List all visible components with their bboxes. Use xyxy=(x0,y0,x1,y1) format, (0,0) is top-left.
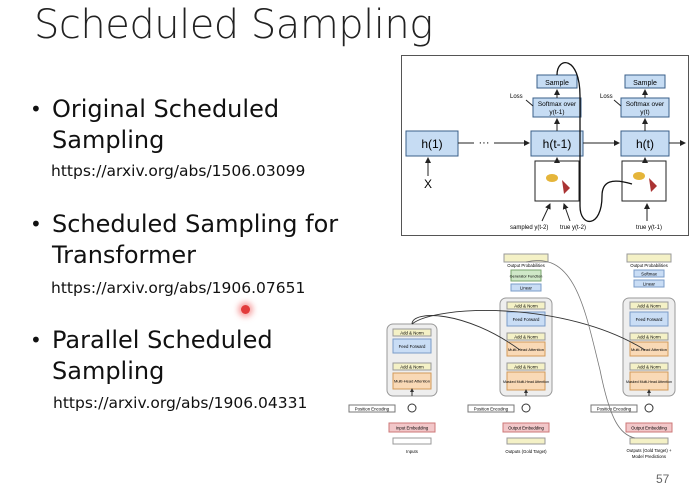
laser-pointer-dot xyxy=(241,305,250,314)
bullet-line-2: Transformer xyxy=(52,241,197,269)
h-t-label: h(t) xyxy=(636,137,654,151)
rnn-diagram-svg: h(1) X ··· h(t-1) h(t) Softmax over y(t-… xyxy=(405,62,686,231)
true-label-2: true y(t-1) xyxy=(636,225,662,231)
dec2-position-encoding: Position Encoding xyxy=(597,407,632,412)
bullet-dot: • xyxy=(30,328,42,352)
dec1-multi-head: Multi-Head Attention xyxy=(508,347,544,352)
sample-label-1: Sample xyxy=(545,80,569,87)
dec1-feed-forward: Feed Forward xyxy=(513,317,540,322)
dec1-add-norm-3: Add & Norm xyxy=(514,365,538,370)
dec1-add-norm-1: Add & Norm xyxy=(514,304,538,309)
h-prev-label: h(t-1) xyxy=(543,137,572,151)
true-label-1: true y(t-2) xyxy=(560,225,586,231)
transformer-diagram-svg: Add & Norm Feed Forward Add & Norm Multi… xyxy=(348,253,676,459)
dec2-feed-forward: Feed Forward xyxy=(636,317,663,322)
dec1-linear: Linear xyxy=(520,286,533,291)
dec2-outputs-label-2: Model Predictions xyxy=(632,454,666,459)
dec2-outputs-label-1: Outputs (Gold Target) + xyxy=(627,448,672,453)
dec1-output-embedding: Output Embedding xyxy=(508,426,544,431)
loss-label-2: Loss xyxy=(600,94,613,100)
h1-label: h(1) xyxy=(421,137,442,151)
dec2-masked-attn: Masked Multi-Head Attention xyxy=(626,380,672,384)
enc-add-norm-1: Add & Norm xyxy=(400,331,424,336)
rnn-scheduled-sampling-figure: h(1) X ··· h(t-1) h(t) Softmax over y(t-… xyxy=(401,55,689,236)
x-label: X xyxy=(424,177,432,191)
bullet-line-1: Scheduled Sampling for xyxy=(52,210,339,238)
dec1-output-probs: Output Probabilities xyxy=(507,263,545,268)
bullet-line-2: Sampling xyxy=(52,357,165,385)
url-link-transformer[interactable]: https://arxiv.org/abs/1906.07651 xyxy=(51,279,306,297)
dec2-multi-head: Multi-Head Attention xyxy=(631,347,667,352)
dec2-softmax: Softmax xyxy=(641,272,658,277)
enc-add-norm-2: Add & Norm xyxy=(400,365,424,370)
dec2-output-probs: Output Probabilities xyxy=(630,263,668,268)
dec2-linear: Linear xyxy=(643,282,656,287)
url-link-original[interactable]: https://arxiv.org/abs/1506.03099 xyxy=(51,162,306,180)
dec1-masked-attn: Masked Multi-Head Attention xyxy=(503,380,549,384)
h-t-box xyxy=(620,130,670,157)
enc-feed-forward: Feed Forward xyxy=(399,344,426,349)
bullet-line-1: Original Scheduled xyxy=(52,95,280,123)
transformer-scheduled-sampling-figure: Add & Norm Feed Forward Add & Norm Multi… xyxy=(345,250,691,462)
bullet-line-2: Sampling xyxy=(52,126,165,154)
bullet-dot: • xyxy=(30,97,42,121)
softmax-label-2: Softmax over xyxy=(626,101,665,108)
page-number: 57 xyxy=(656,472,670,486)
dec1-add-norm-2: Add & Norm xyxy=(514,335,538,340)
enc-inputs-label: Inputs xyxy=(406,449,418,454)
dec2-add-norm-2: Add & Norm xyxy=(637,335,661,340)
bullet-dot: • xyxy=(30,212,42,236)
coin-image-1 xyxy=(534,160,580,202)
dec2-output-embedding: Output Embedding xyxy=(631,426,667,431)
coin-image-2 xyxy=(621,160,667,202)
sample-label-2: Sample xyxy=(633,80,657,87)
loss-label-1: Loss xyxy=(510,94,523,100)
dec1-outputs-label: Outputs (Gold Target) xyxy=(505,449,547,454)
dec2-add-norm-3: Add & Norm xyxy=(637,365,661,370)
enc-input-embedding: Input Embedding xyxy=(396,426,429,431)
dec1-position-encoding: Position Encoding xyxy=(474,407,509,412)
slide-title: Scheduled Sampling xyxy=(34,2,433,48)
h1-box xyxy=(405,130,459,157)
dec2-add-norm-1: Add & Norm xyxy=(637,304,661,309)
enc-position-encoding: Position Encoding xyxy=(355,407,390,412)
enc-multi-head: Multi-Head Attention xyxy=(394,379,430,384)
ellipsis-label: ··· xyxy=(479,137,490,149)
sample-box-2 xyxy=(624,74,666,89)
bullet-line-1: Parallel Scheduled xyxy=(52,326,273,354)
url-link-parallel[interactable]: https://arxiv.org/abs/1906.04331 xyxy=(53,394,308,412)
dec1-generator: Generator Function xyxy=(510,275,543,279)
softmax-label-2b: y(t) xyxy=(640,109,649,116)
sampled-label: sampled y(t-2) xyxy=(510,225,548,231)
softmax-label-1: Softmax over xyxy=(538,101,577,108)
softmax-label-1b: y(t-1) xyxy=(549,109,564,116)
